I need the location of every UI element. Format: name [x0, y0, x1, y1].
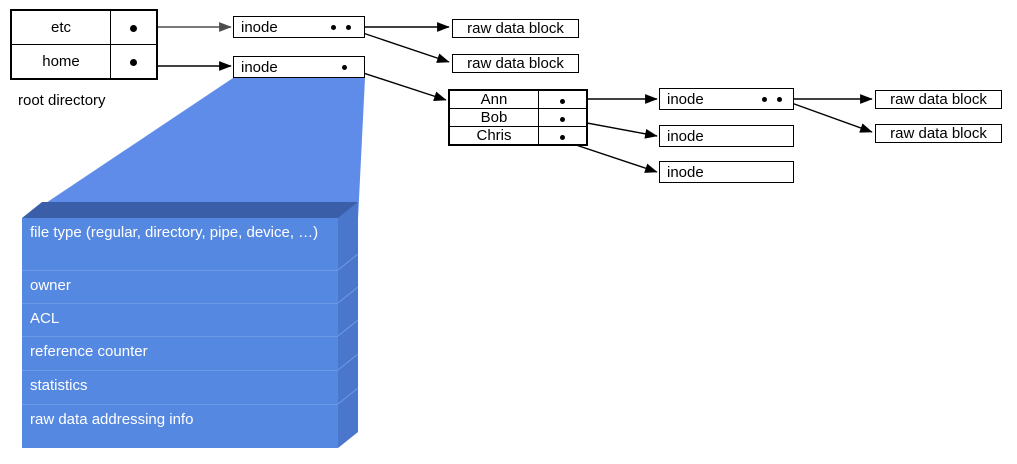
pointer-dot-icon: [346, 24, 351, 30]
pointer-dot-icon: [777, 96, 782, 102]
inode-bob-box[interactable]: inode: [659, 125, 794, 147]
pointer-dot-icon: [130, 59, 137, 66]
stack-row-owner: owner: [22, 270, 338, 303]
root-entry-pointer[interactable]: [110, 44, 157, 79]
stack-row-label: raw data addressing info: [30, 411, 194, 428]
pointer-dot-icon: [560, 99, 565, 104]
home-directory-table: Ann Bob Chris: [448, 89, 588, 146]
home-entry-pointer[interactable]: [538, 108, 587, 127]
stack-row-file-type: file type (regular, directory, pipe, dev…: [22, 218, 338, 270]
stack-row-reference-counter: reference counter: [22, 336, 338, 370]
root-entry-pointer[interactable]: [110, 10, 157, 45]
pointer-dot-icon: [560, 117, 565, 122]
inode-label: inode: [667, 127, 704, 145]
inode-chris-box[interactable]: inode: [659, 161, 794, 183]
raw-data-block-label: raw data block: [890, 91, 987, 108]
root-directory-caption: root directory: [18, 92, 106, 109]
inode-label: inode: [241, 18, 278, 36]
stack-row-label: reference counter: [30, 343, 148, 360]
inode-etc-box[interactable]: inode: [233, 16, 365, 38]
inode-pointer-dots[interactable]: [342, 57, 364, 77]
root-entry-name: home: [11, 44, 111, 79]
raw-data-block-label: raw data block: [467, 20, 564, 37]
home-entry-name: Ann: [449, 90, 539, 109]
inode-label: inode: [667, 163, 704, 181]
table-row[interactable]: etc: [11, 10, 157, 45]
stack-row-statistics: statistics: [22, 370, 338, 404]
inode-home-box[interactable]: inode: [233, 56, 365, 78]
stack-row-label: ACL: [30, 310, 60, 327]
home-entry-pointer[interactable]: [538, 90, 587, 109]
pointer-dot-icon: [331, 24, 336, 30]
home-entry-name: Chris: [449, 126, 539, 145]
pointer-dot-icon: [762, 96, 767, 102]
pointer-dot-icon: [130, 25, 137, 32]
inode-pointer-dots[interactable]: [331, 17, 364, 37]
raw-data-block-1[interactable]: raw data block: [452, 19, 579, 38]
root-directory-table: etc home: [10, 9, 158, 80]
home-entry-name: Bob: [449, 108, 539, 127]
inode-ann-box[interactable]: inode: [659, 88, 794, 110]
stack-row-label: file type (regular, directory, pipe, dev…: [30, 224, 319, 241]
stack-row-label: statistics: [30, 377, 88, 394]
pointer-dot-icon: [342, 64, 347, 70]
stack-row-acl: ACL: [22, 303, 338, 336]
inode-pointer-dots[interactable]: [762, 89, 793, 109]
pointer-dot-icon: [560, 135, 565, 140]
stack-row-label: owner: [30, 277, 71, 294]
root-entry-name: etc: [11, 10, 111, 45]
home-entry-pointer[interactable]: [538, 126, 587, 145]
stack-row-raw-data-addressing-info: raw data addressing info: [22, 404, 338, 448]
table-row[interactable]: Ann: [449, 90, 587, 109]
raw-data-block-4[interactable]: raw data block: [875, 124, 1002, 143]
table-row[interactable]: Bob: [449, 108, 587, 127]
raw-data-block-label: raw data block: [890, 125, 987, 142]
inode-label: inode: [241, 58, 278, 76]
table-row[interactable]: Chris: [449, 126, 587, 145]
raw-data-block-2[interactable]: raw data block: [452, 54, 579, 73]
inode-label: inode: [667, 90, 704, 108]
raw-data-block-3[interactable]: raw data block: [875, 90, 1002, 109]
table-row[interactable]: home: [11, 44, 157, 79]
raw-data-block-label: raw data block: [467, 55, 564, 72]
